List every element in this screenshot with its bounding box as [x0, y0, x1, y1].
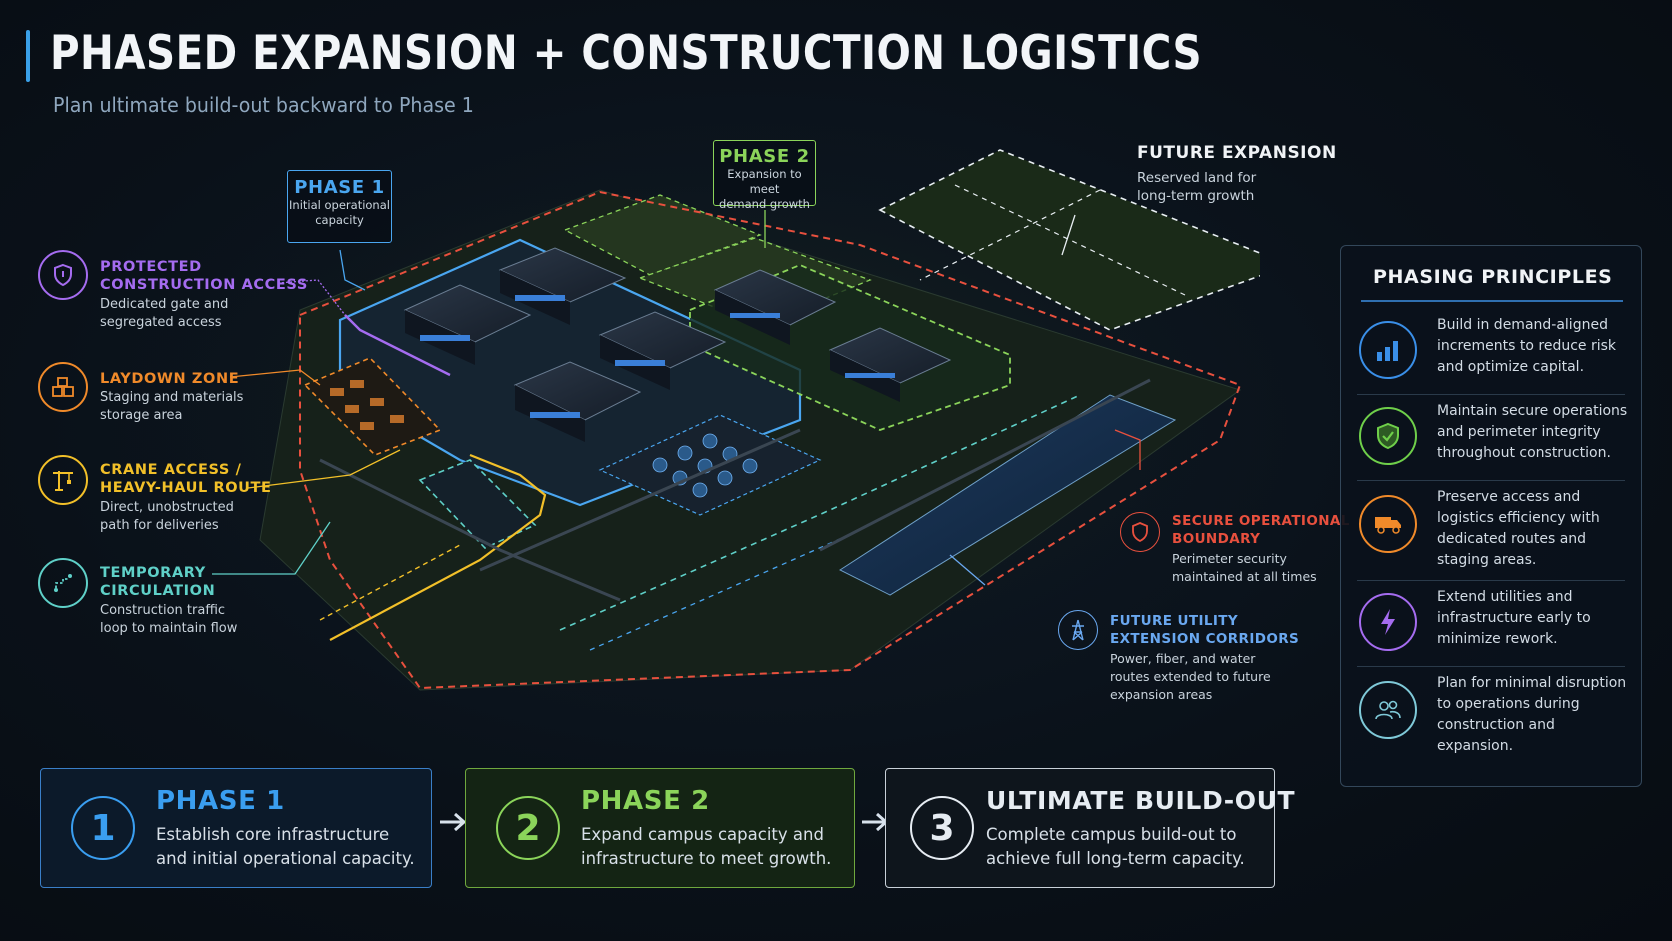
step-number: 2: [496, 796, 560, 860]
map-label-phase2: PHASE 2 Expansion to meet demand growth: [713, 140, 816, 211]
heavy-haul-route: [329, 453, 547, 641]
route-icon: [38, 558, 88, 608]
utility-corridor: [559, 394, 1081, 631]
bar-chart-icon: [1359, 321, 1417, 379]
phase2-buildings: [713, 269, 952, 402]
construction-access-path: [344, 314, 451, 377]
step-number: 3: [910, 796, 974, 860]
people-icon: [1359, 681, 1417, 739]
boxes-icon: [38, 362, 88, 412]
phase1-buildings: [403, 247, 727, 442]
pylon-icon: [1058, 610, 1098, 650]
retention-pond: [838, 394, 1177, 596]
title-accent-bar: [26, 30, 30, 82]
step-number: 1: [71, 796, 135, 860]
lightning-icon: [1359, 593, 1417, 651]
phase2-parcel: [563, 194, 762, 276]
principles-heading: PHASING PRINCIPLES: [1373, 266, 1613, 288]
step-title: PHASE 1: [156, 786, 285, 816]
map-label-phase1: PHASE 1 Initial operational capacity: [287, 170, 392, 243]
laydown-zone: [303, 357, 442, 456]
secure-boundary: [299, 190, 1242, 690]
crane-icon: [38, 455, 88, 505]
step-title: PHASE 2: [581, 786, 710, 816]
shield-check-icon: [1359, 407, 1417, 465]
page-title: PHASED EXPANSION + CONSTRUCTION LOGISTIC…: [50, 26, 1203, 81]
step-ultimate-build-out: 3 ULTIMATE BUILD-OUT Complete campus bui…: [885, 768, 1295, 888]
site-plan-diagram: [80, 130, 1260, 710]
truck-icon: [1359, 495, 1417, 553]
step-title: ULTIMATE BUILD-OUT: [986, 786, 1296, 815]
phasing-principles-panel: PHASING PRINCIPLES Build in demand-align…: [1340, 245, 1642, 787]
shield-icon: [38, 250, 88, 300]
map-label-future-expansion: FUTURE EXPANSION Reserved land for long-…: [1137, 143, 1337, 204]
arrow-right-icon: [440, 812, 467, 832]
shield-icon: [1120, 512, 1160, 552]
page-subtitle: Plan ultimate build-out backward to Phas…: [53, 93, 474, 117]
temporary-circulation-loop: [418, 459, 537, 549]
